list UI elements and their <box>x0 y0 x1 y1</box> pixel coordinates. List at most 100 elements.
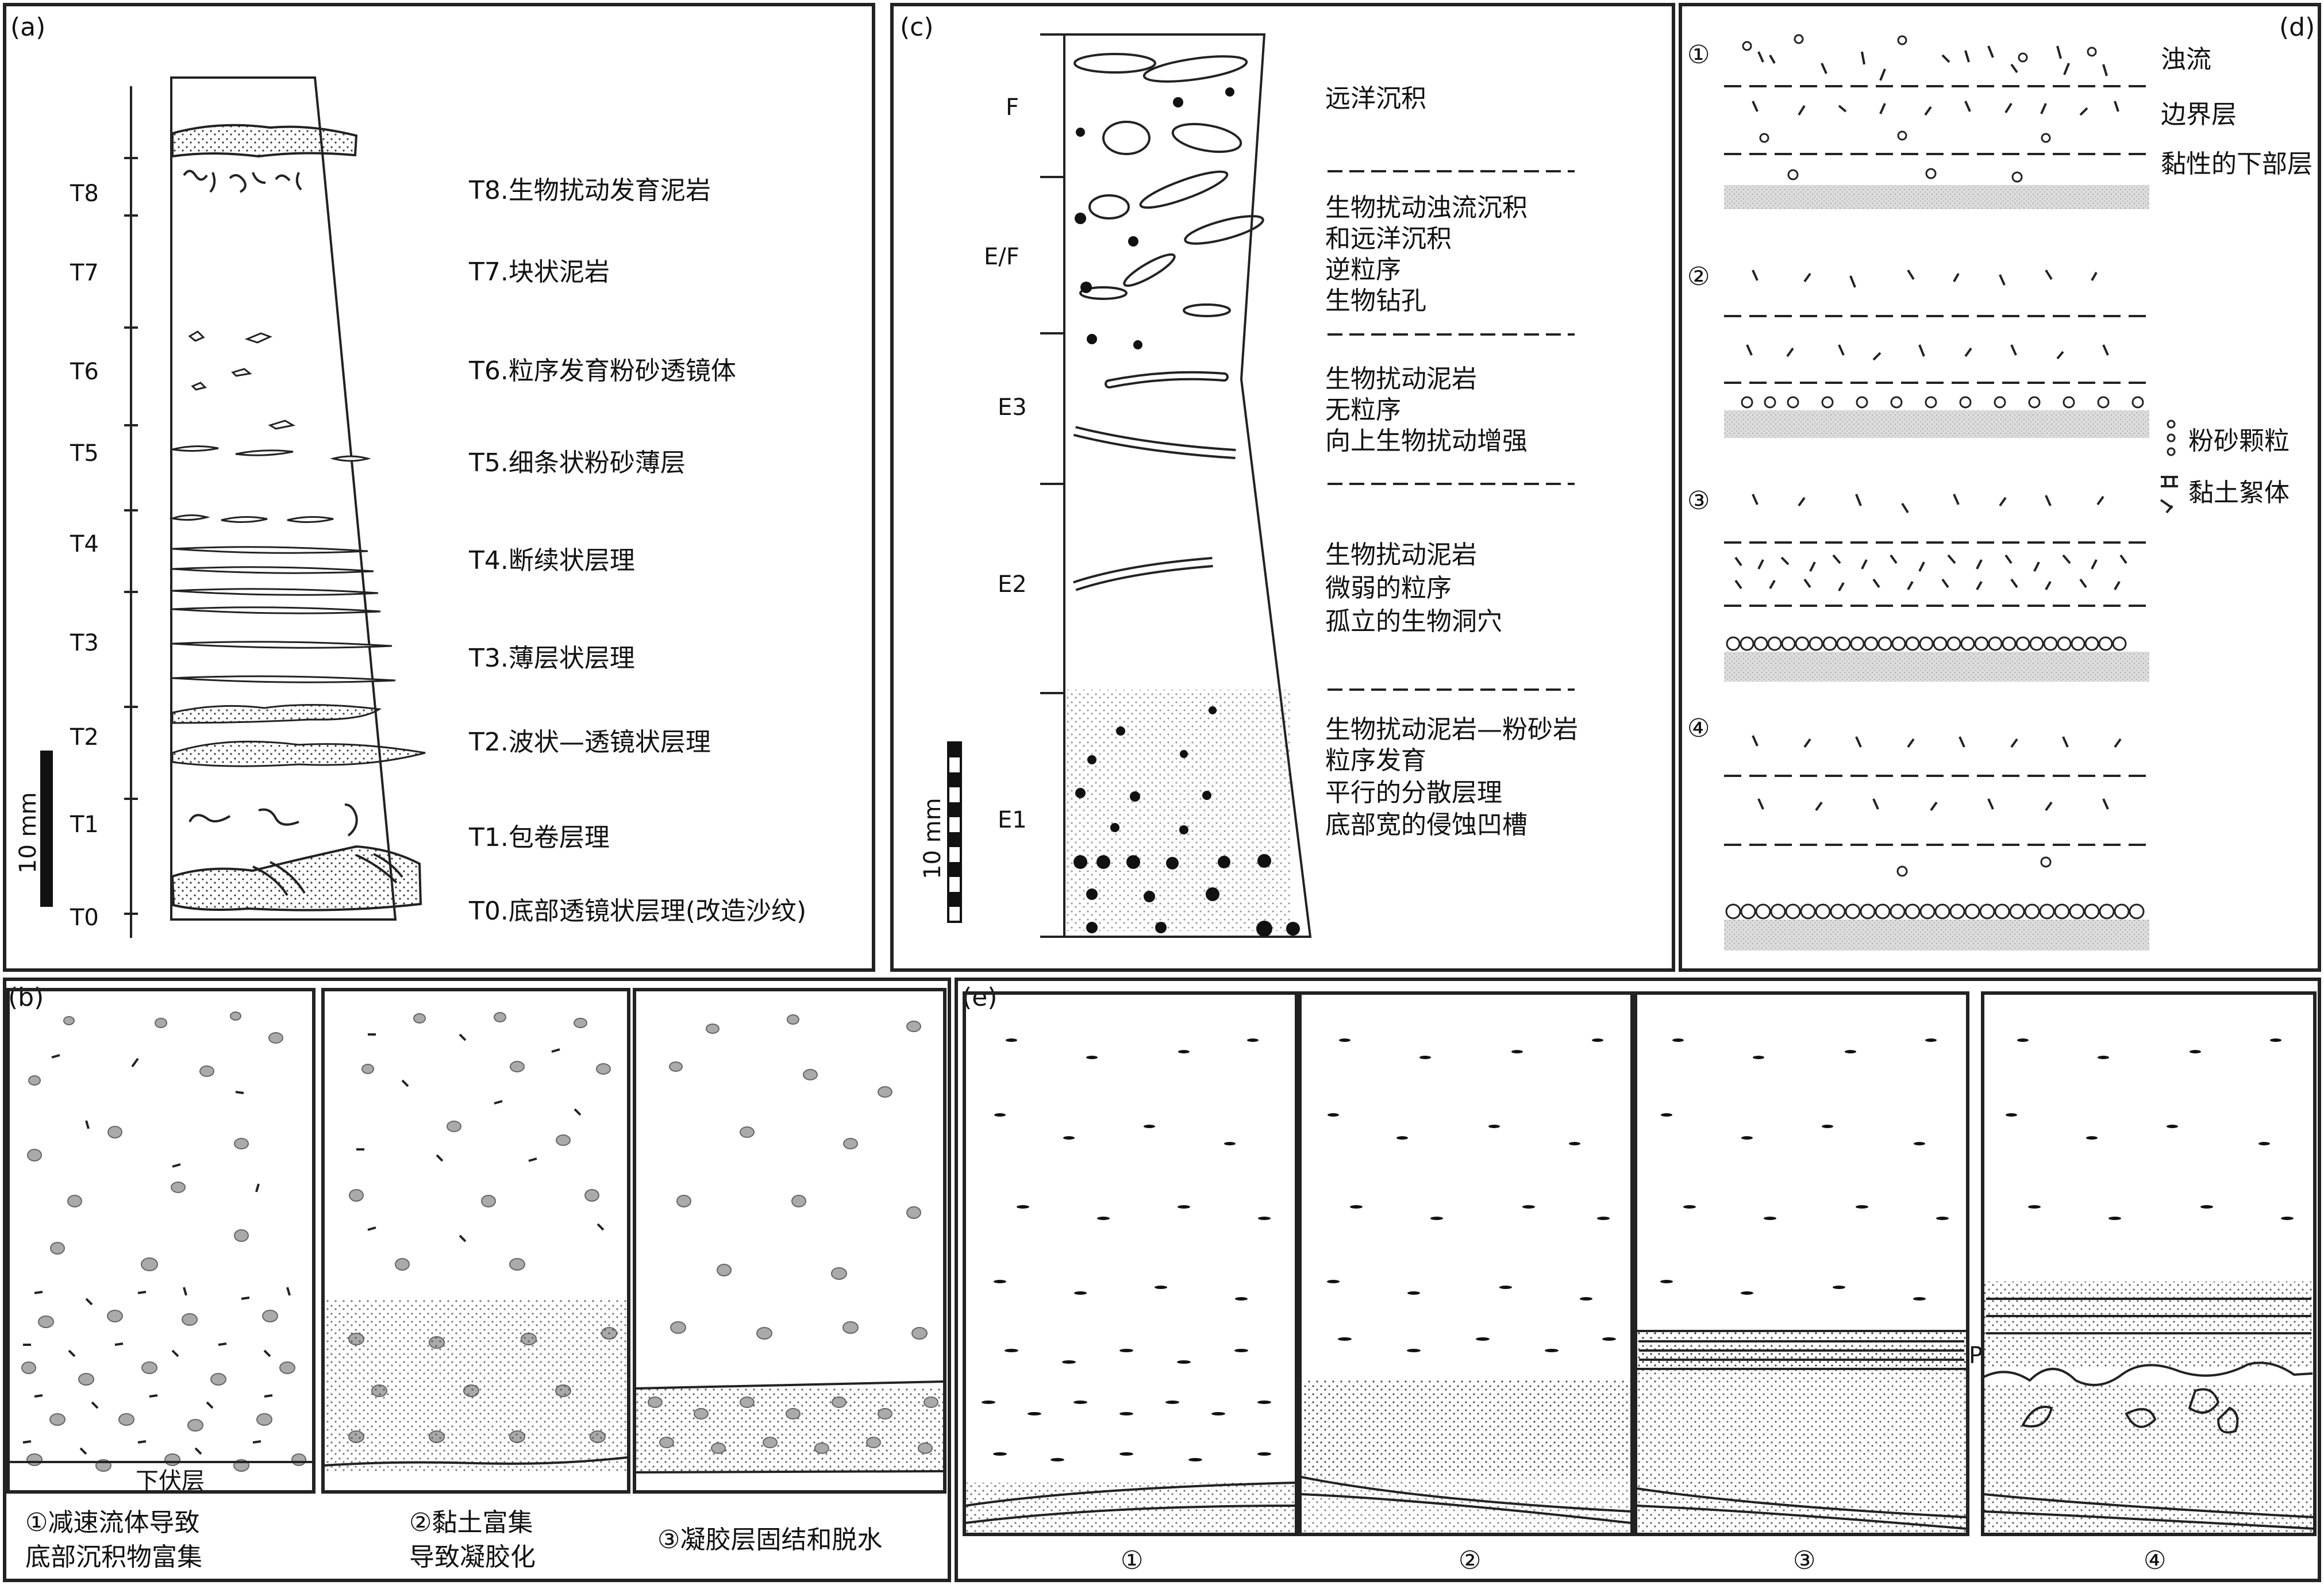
unit-e3: E3 <box>998 394 1027 421</box>
panel-c-scale-label: 10 mm <box>919 798 946 879</box>
t8-bioturbation <box>183 170 302 193</box>
svg-text:粒序发育: 粒序发育 <box>1325 746 1426 775</box>
f-ef-pellets <box>1075 87 1234 349</box>
svg-text:无粒序: 无粒序 <box>1325 395 1401 425</box>
d-stage-4-diagram <box>1724 735 2149 951</box>
panel-a-column <box>170 76 397 921</box>
tick-t2: T2 <box>70 724 99 751</box>
svg-text:平行的分散层理: 平行的分散层理 <box>1325 778 1502 807</box>
tick-t4: T4 <box>70 531 99 557</box>
t8-sand-layer <box>171 124 358 158</box>
panel-a-scale-label: 10 mm <box>15 792 41 874</box>
svg-text:生物扰动泥岩: 生物扰动泥岩 <box>1325 540 1477 570</box>
panel-a: (a) T8 T7 T6 T5 T4 T3 T2 T1 T0 10 mm <box>3 3 875 972</box>
panel-b: (b) <box>3 978 951 1582</box>
svg-text:底部沉积物富集: 底部沉积物富集 <box>25 1542 202 1572</box>
tick-t8: T8 <box>70 180 99 207</box>
d-stage-3: ③ <box>1687 486 1710 515</box>
legend-silt: 粉砂颗粒 <box>2188 426 2290 456</box>
a-desc-t8: T8.生物扰动发育泥岩 <box>468 176 711 205</box>
panel-d-frame <box>1679 3 2321 972</box>
a-desc-t2: T2.波状—透镜状层理 <box>468 728 711 757</box>
t2-wavy-lens-lower <box>171 740 426 767</box>
b-box-3 <box>633 988 946 1494</box>
tick-t3: T3 <box>70 630 99 656</box>
panel-e: (e) ① <box>955 978 2321 1582</box>
svg-text:微弱的粒序: 微弱的粒序 <box>1325 574 1452 603</box>
b-caption-2: ②黏土富集 导致凝胶化 <box>409 1508 536 1572</box>
tick-t6: T6 <box>70 359 99 385</box>
panel-b-frame <box>3 978 951 1582</box>
t6-silt-lenses <box>188 330 296 430</box>
e-stage-1: ① <box>1121 1546 1143 1575</box>
a-desc-t6: T6.粒序发育粉砂透镜体 <box>468 356 736 386</box>
c-desc-f: 远洋沉积 <box>1325 84 1426 113</box>
svg-text:底部宽的侵蚀凹槽: 底部宽的侵蚀凹槽 <box>1325 810 1527 840</box>
panel-d-label: (d) <box>2279 13 2315 42</box>
panel-e-label: (e) <box>962 983 997 1012</box>
e-stage-3: ③ <box>1793 1546 1815 1575</box>
panel-a-axis-ticks <box>124 157 138 915</box>
d-stage-2: ② <box>1687 262 1710 291</box>
e-stage-2: ② <box>1459 1546 1481 1575</box>
t3-t4-laminae <box>172 546 396 683</box>
a-desc-t5: T5.细条状粉砂薄层 <box>468 448 686 478</box>
panel-c-label: (c) <box>900 13 934 42</box>
e1-graded-silt <box>1067 690 1300 937</box>
svg-text:和远洋沉积: 和远洋沉积 <box>1325 224 1452 253</box>
svg-text:生物扰动浊流沉积: 生物扰动浊流沉积 <box>1325 193 1527 222</box>
c-desc-ef: 生物扰动浊流沉积 和远洋沉积 逆粒序 生物钻孔 <box>1325 193 1527 316</box>
tick-t0: T0 <box>70 905 99 931</box>
tick-t7: T7 <box>70 260 99 286</box>
a-desc-t7: T7.块状泥岩 <box>468 257 610 287</box>
panel-c-axis-ticks <box>1040 33 1064 938</box>
d-legend: 粉砂颗粒 黏土絮体 <box>2160 420 2290 514</box>
svg-text:①减速流体导致: ①减速流体导致 <box>25 1508 199 1537</box>
d-stage-3-diagram <box>1724 494 2149 682</box>
a-desc-t4: T4.断续状层理 <box>468 546 635 575</box>
svg-text:孤立的生物洞穴: 孤立的生物洞穴 <box>1325 607 1502 636</box>
tick-t5: T5 <box>70 440 99 467</box>
c-desc-e2: 生物扰动泥岩 微弱的粒序 孤立的生物洞穴 <box>1325 540 1502 636</box>
t0-ripple-lamination <box>252 853 403 897</box>
e-box-3: P ③ <box>1634 991 1983 1575</box>
svg-text:生物钻孔: 生物钻孔 <box>1325 286 1426 316</box>
t0-basal-lens <box>171 845 422 911</box>
a-desc-t1: T1.包卷层理 <box>468 823 610 852</box>
svg-text:②黏土富集: ②黏土富集 <box>409 1508 533 1537</box>
unit-f: F <box>1006 94 1019 121</box>
svg-text:导致凝胶化: 导致凝胶化 <box>409 1542 536 1572</box>
svg-text:生物扰动泥岩—粉砂岩: 生物扰动泥岩—粉砂岩 <box>1325 715 1578 744</box>
d-label-turbidity: 浊流 <box>2161 45 2211 74</box>
f-ef-burrows <box>1073 53 1264 317</box>
b-box-1: 下伏层 <box>6 988 315 1494</box>
e-box-4: ④ <box>1981 991 2317 1575</box>
c-desc-e1: 生物扰动泥岩—粉砂岩 粒序发育 平行的分散层理 底部宽的侵蚀凹槽 <box>1325 715 1578 840</box>
d-label-boundary: 边界层 <box>2161 100 2237 129</box>
b-caption-1: ①减速流体导致 底部沉积物富集 <box>25 1508 202 1572</box>
panel-b-label: (b) <box>8 983 44 1012</box>
d-stage-2-diagram <box>1724 269 2149 438</box>
unit-ef: E/F <box>984 244 1019 270</box>
d-stage-4: ④ <box>1687 714 1710 743</box>
e-stage-4: ④ <box>2144 1546 2166 1575</box>
silt-grain-icon <box>2167 420 2176 456</box>
svg-text:向上生物扰动增强: 向上生物扰动增强 <box>1325 426 1527 456</box>
unit-e2: E2 <box>998 571 1027 598</box>
d-stage-1-diagram: 浊流 边界层 黏性的下部层 <box>1724 34 2313 209</box>
c-desc-e3: 生物扰动泥岩 无粒序 向上生物扰动增强 <box>1325 364 1527 456</box>
t2-wavy-lens-upper <box>171 703 382 724</box>
panel-a-frame <box>3 3 875 972</box>
panel-c-frame <box>890 3 1675 972</box>
e-box-2: ② <box>1298 991 1634 1575</box>
e-p-mark: P <box>1969 1342 1983 1369</box>
clay-floc-icon <box>2160 476 2178 514</box>
b-underlying-label: 下伏层 <box>136 1468 205 1494</box>
panel-c: (c) F E/F E3 E2 E1 10 mm <box>890 3 1675 972</box>
panel-c-column <box>1063 33 1312 938</box>
tick-t1: T1 <box>70 811 99 838</box>
d-stage-1: ① <box>1687 40 1710 70</box>
svg-text:生物扰动泥岩: 生物扰动泥岩 <box>1325 364 1477 394</box>
b-box-2 <box>321 988 630 1494</box>
